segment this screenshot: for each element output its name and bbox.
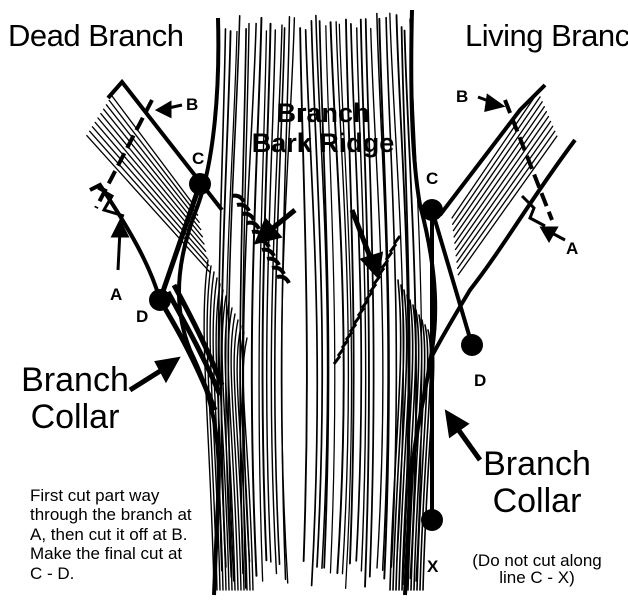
- trunk-line: [204, 260, 214, 590]
- collar-right-line2: Collar: [482, 483, 592, 520]
- arrow-dead-A: [113, 222, 127, 270]
- live-label-C: C: [426, 170, 438, 187]
- dead-label-A: A: [110, 286, 122, 303]
- arrow-live-A: [542, 228, 565, 240]
- live-point-D: [461, 334, 483, 356]
- live-label-B: B: [456, 88, 468, 105]
- dead-point-C: [189, 173, 211, 195]
- dead-label-B: B: [186, 96, 198, 113]
- branch-bark-ridge-label: Branch Bark Ridge: [248, 98, 398, 158]
- live-point-X: [421, 509, 443, 531]
- arrow-collar-left: [130, 360, 176, 390]
- living-branch-line: [458, 136, 557, 275]
- ridge-mark: [272, 268, 284, 274]
- collar-left-line1: Branch: [20, 362, 130, 399]
- live-label-D: D: [474, 372, 486, 389]
- living-branch-line: [458, 131, 555, 268]
- collar-left-line2: Collar: [20, 399, 130, 436]
- ridge-mark: [354, 316, 360, 324]
- branch-collar-left-label: Branch Collar: [20, 362, 130, 435]
- living-branch-title: Living Branch: [465, 20, 628, 51]
- arrow-ridge-left: [258, 210, 295, 241]
- warning-text: (Do not cut along line C - X): [462, 552, 612, 586]
- dead-label-D: D: [136, 308, 148, 325]
- ridge-label-line1: Branch: [248, 98, 398, 128]
- live-label-A: A: [566, 240, 578, 257]
- live-label-X: X: [427, 558, 438, 575]
- ridge-mark: [247, 223, 259, 229]
- dead-label-C: C: [192, 150, 204, 167]
- arrow-collar-right: [448, 414, 480, 460]
- instructions-text: First cut part way through the branch at…: [30, 486, 195, 583]
- live-point-C: [421, 199, 443, 221]
- collar-right-line1: Branch: [482, 446, 592, 483]
- live-final-cut-CD: [432, 210, 472, 345]
- ridge-mark: [232, 196, 244, 202]
- ridge-mark: [242, 214, 254, 220]
- dead-point-D: [149, 289, 171, 311]
- arrow-live-B: [478, 96, 502, 110]
- ridge-label-line2: Bark Ridge: [248, 128, 398, 158]
- dead-branch-title: Dead Branch: [8, 20, 183, 51]
- arrow-dead-B: [158, 103, 182, 116]
- branch-collar-right-label: Branch Collar: [482, 446, 592, 519]
